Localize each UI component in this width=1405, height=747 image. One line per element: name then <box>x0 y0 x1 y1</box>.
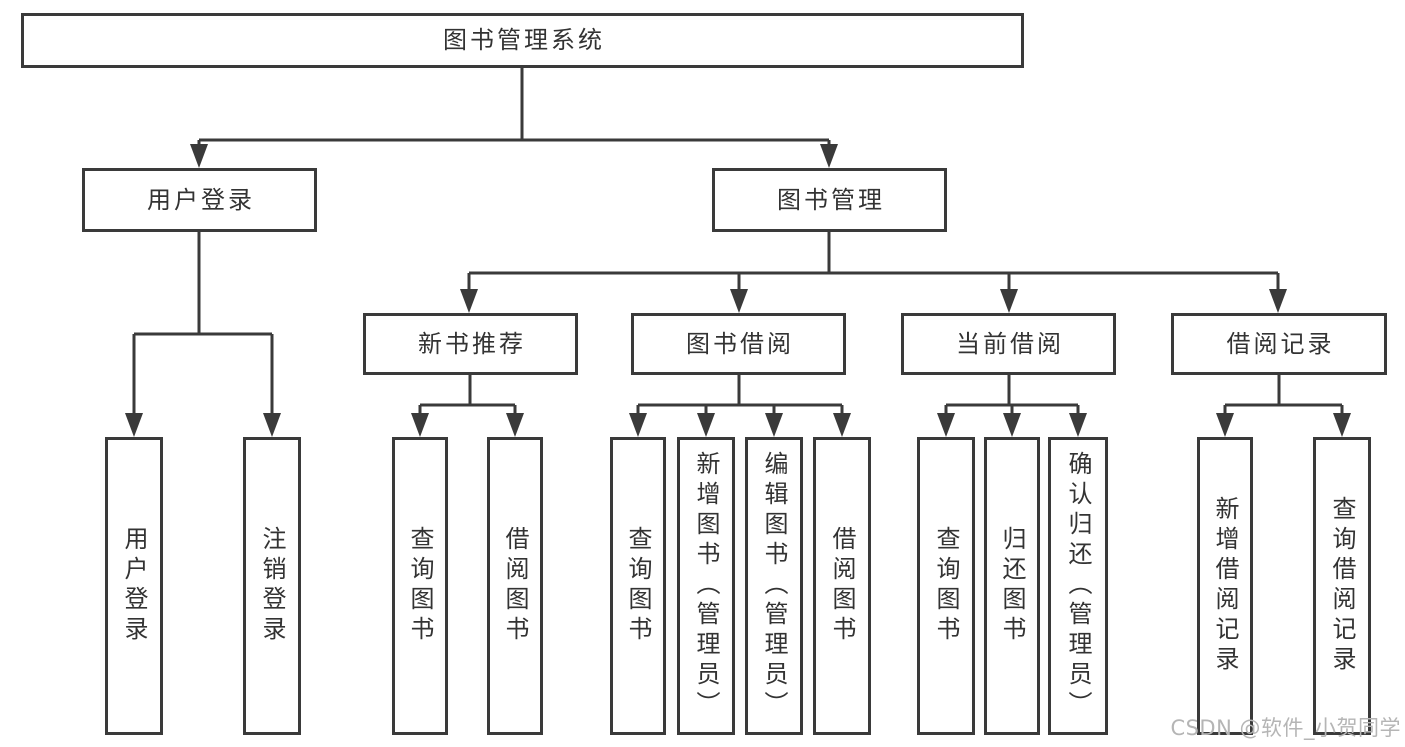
csdn-watermark: CSDN @软件_小贺同学 <box>1170 716 1401 740</box>
leaf-query-books-recommend-label: 查询图书 <box>406 526 434 646</box>
leaf-add-book-admin-label: 新增图书（管理员） <box>692 451 720 721</box>
leaf-borrow-books-recommend: 借阅图书 <box>487 437 543 735</box>
leaf-add-borrow-record: 新增借阅记录 <box>1197 437 1253 735</box>
leaf-query-books-borrow-label: 查询图书 <box>624 526 652 646</box>
node-current-borrow-label: 当前借阅 <box>956 329 1064 358</box>
leaf-query-borrow-record-label: 查询借阅记录 <box>1328 496 1356 676</box>
leaf-confirm-return-admin: 确认归还（管理员） <box>1048 437 1108 735</box>
leaf-borrow-books: 借阅图书 <box>813 437 871 735</box>
leaf-user-login-label: 用户登录 <box>120 526 148 646</box>
node-current-borrow: 当前借阅 <box>901 313 1116 375</box>
node-borrow-record-label: 借阅记录 <box>1226 329 1335 358</box>
node-borrow-record: 借阅记录 <box>1171 313 1387 375</box>
leaf-query-books-current-label: 查询图书 <box>932 526 960 646</box>
node-root: 图书管理系统 <box>21 13 1024 68</box>
leaf-borrow-books-recommend-label: 借阅图书 <box>501 526 529 646</box>
node-book-borrow: 图书借阅 <box>631 313 846 375</box>
leaf-borrow-books-label: 借阅图书 <box>828 526 856 646</box>
node-new-book-recommend-label: 新书推荐 <box>418 329 526 358</box>
leaf-logout: 注销登录 <box>243 437 301 735</box>
leaf-edit-book-admin: 编辑图书（管理员） <box>745 437 803 735</box>
node-new-book-recommend: 新书推荐 <box>363 313 578 375</box>
node-root-label: 图书管理系统 <box>443 26 605 55</box>
leaf-query-books-recommend: 查询图书 <box>392 437 448 735</box>
leaf-user-login: 用户登录 <box>105 437 163 735</box>
node-book-management-label: 图书管理 <box>777 185 885 214</box>
leaf-edit-book-admin-label: 编辑图书（管理员） <box>760 451 788 721</box>
leaf-query-borrow-record: 查询借阅记录 <box>1313 437 1371 735</box>
leaf-confirm-return-admin-label: 确认归还（管理员） <box>1064 451 1092 721</box>
node-book-management: 图书管理 <box>712 168 947 232</box>
leaf-return-book: 归还图书 <box>984 437 1040 735</box>
leaf-logout-label: 注销登录 <box>258 526 286 646</box>
node-book-borrow-label: 图书借阅 <box>686 329 794 358</box>
leaf-add-book-admin: 新增图书（管理员） <box>677 437 735 735</box>
leaf-add-borrow-record-label: 新增借阅记录 <box>1211 496 1239 676</box>
node-user-login-label: 用户登录 <box>147 185 255 214</box>
leaf-return-book-label: 归还图书 <box>998 526 1026 646</box>
leaf-query-books-borrow: 查询图书 <box>610 437 666 735</box>
leaf-query-books-current: 查询图书 <box>917 437 975 735</box>
node-user-login: 用户登录 <box>82 168 317 232</box>
